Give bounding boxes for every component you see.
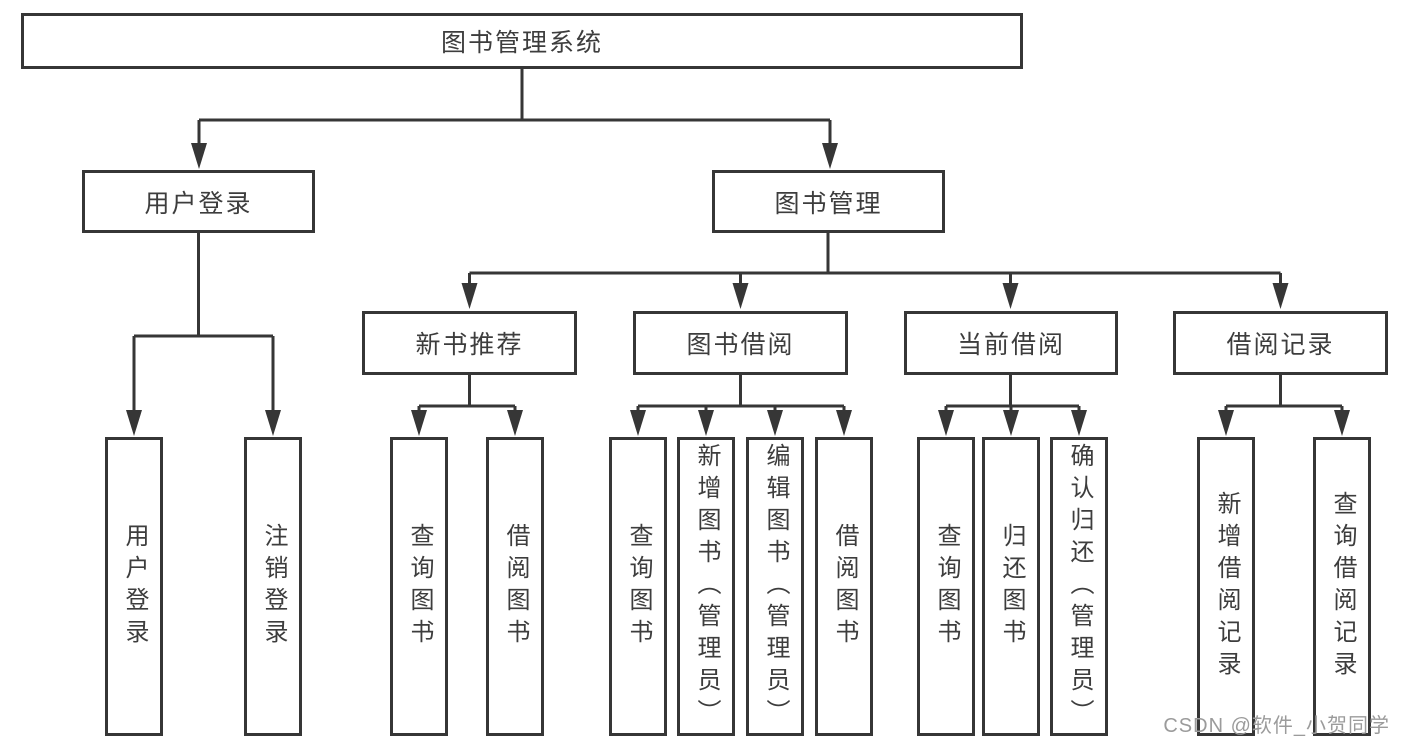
leaf-borrowing-borrow-books: 借阅图书	[815, 437, 873, 736]
leaf-current-confirm-return-admin: 确认归还（管理员）	[1050, 437, 1108, 736]
leaf-borrowing-borrow-books-label: 借阅图书	[831, 522, 858, 651]
leaf-current-query-books: 查询图书	[917, 437, 975, 736]
leaf-borrowing-add-book-admin-label: 新增图书（管理员）	[693, 442, 720, 731]
leaf-newbook-query-books: 查询图书	[390, 437, 448, 736]
leaf-logout: 注销登录	[244, 437, 302, 736]
node-user-login-label: 用户登录	[144, 189, 253, 218]
leaf-records-add-record-label: 新增借阅记录	[1213, 490, 1240, 683]
leaf-current-return-book: 归还图书	[982, 437, 1040, 736]
leaf-borrowing-edit-book-admin: 编辑图书（管理员）	[746, 437, 804, 736]
node-book-borrowing-label: 图书借阅	[686, 331, 795, 359]
leaf-newbook-borrow-books: 借阅图书	[486, 437, 544, 736]
node-new-book-recommend: 新书推荐	[362, 311, 577, 375]
leaf-borrowing-query-books-label: 查询图书	[625, 522, 652, 651]
leaf-newbook-query-books-label: 查询图书	[406, 522, 433, 651]
leaf-user-login: 用户登录	[105, 437, 163, 736]
node-new-book-recommend-label: 新书推荐	[415, 331, 524, 359]
node-borrowing-records-label: 借阅记录	[1226, 331, 1335, 359]
leaf-current-confirm-return-admin-label: 确认归还（管理员）	[1066, 442, 1093, 731]
leaf-user-login-label: 用户登录	[121, 522, 148, 651]
node-book-management-label: 图书管理	[774, 189, 883, 218]
node-current-borrowing: 当前借阅	[904, 311, 1118, 375]
node-root-label: 图书管理系统	[440, 29, 603, 57]
node-root: 图书管理系统	[21, 13, 1023, 69]
leaf-records-add-record: 新增借阅记录	[1197, 437, 1255, 736]
leaf-logout-label: 注销登录	[260, 522, 287, 651]
leaf-current-return-book-label: 归还图书	[998, 522, 1025, 651]
leaf-newbook-borrow-books-label: 借阅图书	[502, 522, 529, 651]
leaf-records-query-record-label: 查询借阅记录	[1329, 490, 1356, 683]
node-book-management: 图书管理	[712, 170, 945, 233]
leaf-borrowing-edit-book-admin-label: 编辑图书（管理员）	[762, 442, 789, 731]
leaf-current-query-books-label: 查询图书	[933, 522, 960, 651]
node-user-login: 用户登录	[82, 170, 315, 233]
watermark: CSDN @软件_小贺同学	[1163, 715, 1390, 737]
node-book-borrowing: 图书借阅	[633, 311, 848, 375]
node-current-borrowing-label: 当前借阅	[956, 331, 1065, 359]
leaf-records-query-record: 查询借阅记录	[1313, 437, 1371, 736]
node-borrowing-records: 借阅记录	[1173, 311, 1388, 375]
leaf-borrowing-add-book-admin: 新增图书（管理员）	[677, 437, 735, 736]
leaf-borrowing-query-books: 查询图书	[609, 437, 667, 736]
